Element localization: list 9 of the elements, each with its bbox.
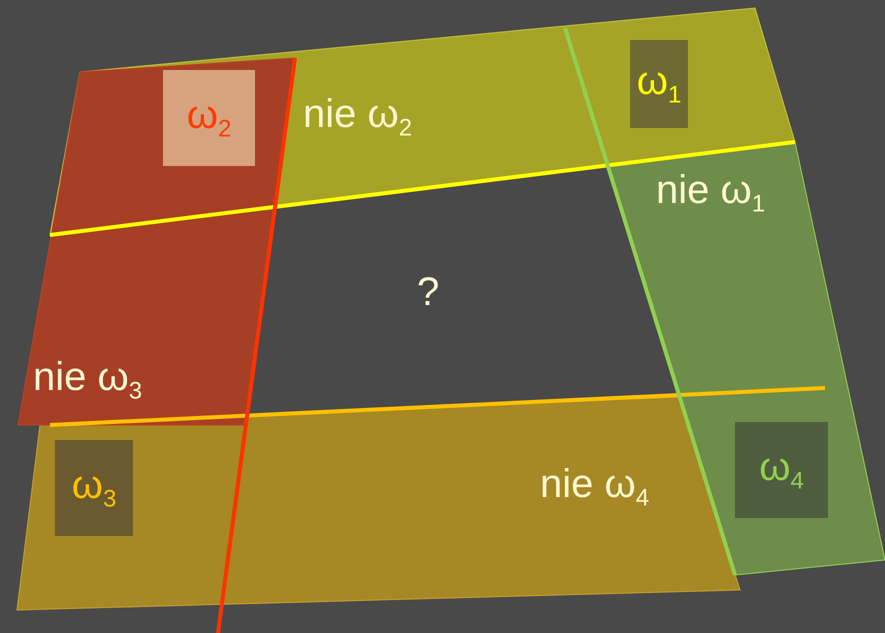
region-label: nie ω$_{2}$ <box>303 92 412 142</box>
region-label: nie ω$_{4}$ <box>540 462 650 512</box>
region-label: nie ω$_{1}$ <box>656 168 766 218</box>
question-mark: ? <box>417 270 440 315</box>
symbol-box: ω$_{1}$ <box>630 40 688 128</box>
symbol-box: ω$_{3}$ <box>55 440 133 536</box>
symbol-box: ω$_{2}$ <box>163 70 255 166</box>
region-label: nie ω$_{3}$ <box>33 355 142 406</box>
symbol-box: ω$_{4}$ <box>735 422 828 518</box>
